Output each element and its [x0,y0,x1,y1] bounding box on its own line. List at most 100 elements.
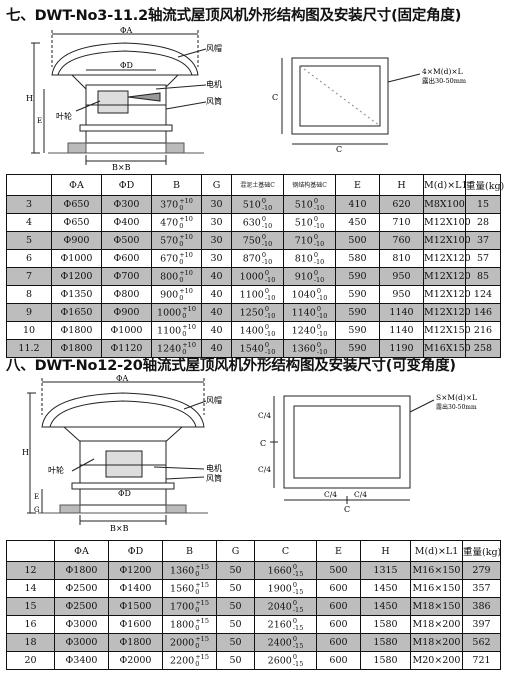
cell-M: M18×150 [410,597,463,616]
cell-C-tol-upper: 0 [292,562,297,571]
cell-no: 16 [6,615,55,634]
cell-B-value: 1240 [157,343,182,354]
cell-C-concrete-value: 750 [242,235,261,246]
cell-H: 1140 [379,321,424,340]
label-BxB: B×B [110,524,129,533]
header-cell: B [162,540,217,562]
cell-C-steel-tol-upper: 0 [313,196,318,205]
cell-D: Φ1800 [108,633,163,652]
cell-G: 50 [216,579,255,598]
cell-B-tol-lower: 0 [179,293,184,302]
cell-C-steel-tol-upper: 0 [313,214,318,223]
cell-C-concrete-value: 510 [242,199,261,210]
cell-B-tol-upper: +15 [195,652,209,661]
cell-H: 1190 [379,339,424,358]
cell-C-tol-upper: 0 [292,616,297,625]
cell-G: 40 [201,285,232,304]
cell-no: 5 [6,231,52,250]
cell-A: Φ3000 [54,615,109,634]
cell-M: M16X150 [423,339,471,358]
cell-G: 50 [216,561,255,580]
header-cell: 重量(kg) [462,540,501,562]
cell-A: Φ900 [51,231,102,250]
cell-no: 9 [6,303,52,322]
label-E: E [37,117,42,125]
cell-A: Φ1800 [51,321,102,340]
cell-E: 600 [316,579,361,598]
cell-weight: 57 [465,249,501,268]
cell-C-tol-lower: -15 [292,623,304,632]
cell-C-concrete-tol-upper: 0 [264,304,269,313]
cell-E: 590 [335,267,380,286]
cell-C-concrete-tol-lower: -10 [264,329,276,338]
cell-B-tol-lower: 0 [195,623,200,632]
header-cell: G [216,540,255,562]
cell-B-value: 2200 [170,655,195,666]
cell-weight: 279 [462,561,501,580]
cell-B-tol-lower: 0 [182,329,187,338]
cell-H: 1580 [360,615,411,634]
cell-M: M12X120 [423,303,471,322]
label-hood: 风帽 [206,395,222,405]
cell-B-tol-lower: 0 [179,203,184,212]
cell-C-steel-tol-lower: -10 [313,257,325,266]
header-cell: G [201,174,232,196]
cell-C-concrete-tolerance: 0-10 [264,304,275,320]
cell-C-tolerance: 0-15 [292,580,303,596]
cell-B-value: 1800 [170,619,195,630]
cell-C-tolerance: 0-15 [292,616,304,632]
cell-C-steel-value: 510 [294,199,313,210]
cell-B-tol-upper: +10 [179,214,193,223]
cell-C-steel-value: 1040 [291,289,316,300]
cell-D: Φ400 [101,213,152,232]
cell-A: Φ3000 [54,633,109,652]
cell-C-steel-tolerance: 0-10 [313,233,325,248]
cell-A: Φ1800 [51,339,102,358]
cell-B-tol-lower: 0 [195,587,200,596]
cell-C-steel-tol-lower: -10 [313,275,325,284]
cell-C-concrete-value: 870 [242,253,261,264]
cell-G: 40 [201,321,232,340]
header-cell: 重量(kg) [465,174,504,196]
cell-C-concrete-value: 1100 [239,289,264,300]
cell-E: 580 [335,249,380,268]
cell-C-steel-tol-lower: -10 [313,239,325,248]
fan-side-view-drawing-8: ΦA ΦD 风帽 电机 风筒 叶轮 H E G B×B [22,374,222,533]
cell-B-value: 670 [160,253,179,264]
cell-C-steel-tolerance: 0-10 [313,251,325,266]
label-bolt-7: 4×M(d)×L [422,67,463,76]
cell-C-concrete-tol-lower: -10 [261,239,273,248]
cell-B-value: 800 [160,271,179,282]
cell-C-concrete-value: 630 [242,217,261,228]
label-phiD: ΦD [118,489,131,498]
cell-B-value: 1560 [170,583,195,594]
cell-D: Φ1400 [108,579,163,598]
cell-B-tol-upper: +10 [179,232,193,241]
header-cell: 钢结构基础C [283,174,336,196]
cell-C-tol-upper: 0 [292,580,297,589]
cell-E: 410 [335,195,380,214]
cell-B-tol-lower: 0 [195,569,200,578]
label-motor: 电机 [206,79,222,89]
cell-no: 4 [6,213,52,232]
label-duct: 风筒 [206,96,222,106]
cell-H: 1580 [360,651,411,670]
cell-B-tol-upper: +10 [182,322,196,331]
cell-weight: 562 [462,633,501,652]
cell-C-steel-tol-lower: -10 [313,221,325,230]
cell-B-value: 570 [160,235,179,246]
